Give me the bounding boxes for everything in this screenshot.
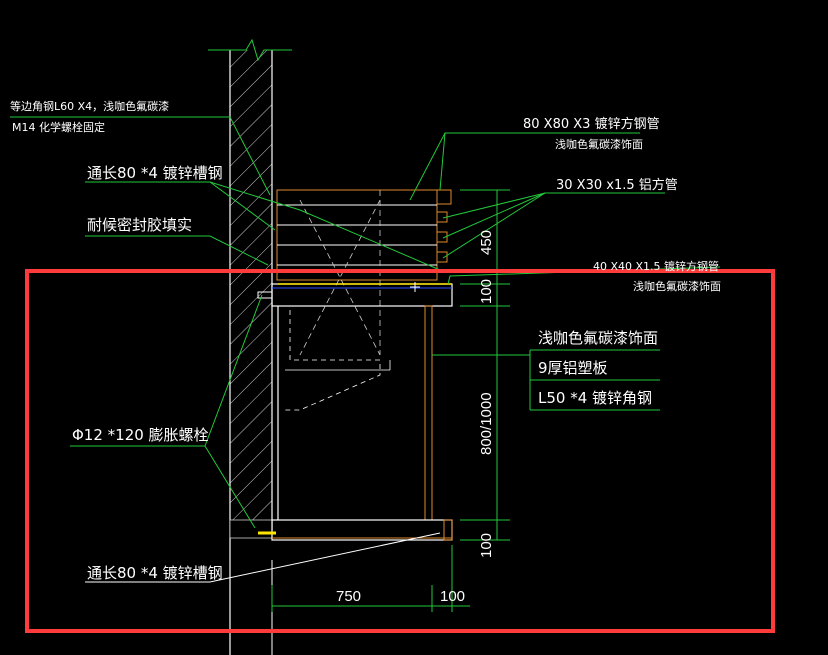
- label-expansion-bolt: Φ12 *120 膨胀螺栓: [72, 426, 209, 444]
- label-aluminum-panel: 9厚铝塑板: [538, 359, 608, 377]
- bottom-beam-outline: [271, 519, 453, 541]
- bottom-beam-end: [443, 519, 453, 541]
- dimension-lines: [271, 189, 510, 612]
- label-channel-bottom: 通长80 *4 镀锌槽钢: [87, 564, 223, 582]
- dim-text-100-top: 100: [478, 279, 495, 304]
- leader-channel-bottom: [85, 532, 441, 583]
- dim-text-450: 450: [478, 230, 495, 255]
- label-sealant: 耐候密封胶填实: [87, 216, 192, 234]
- label-channel-top: 通长80 *4 镀锌槽钢: [87, 164, 223, 182]
- square-tube-3: [436, 251, 448, 263]
- label-finish-face: 浅咖色氟碳漆饰面: [538, 329, 658, 347]
- square-tube-top: [436, 189, 452, 205]
- label-bolt-fix: M14 化学螺栓固定: [12, 120, 105, 134]
- label-square-tube-big: 80 X80 X3 镀锌方钢管: [523, 116, 660, 132]
- leader-channel-top-ext: [209, 181, 441, 271]
- leader-sealant: [85, 235, 269, 266]
- label-angle-l50: L50 *4 镀锌角钢: [538, 389, 652, 407]
- label-angle-steel: 等边角钢L60 X4，浅咖色氟碳漆: [10, 99, 169, 113]
- top-bolt-plate: [257, 291, 273, 299]
- leader-square-tube-small-b: [442, 192, 546, 239]
- highlight-frame: [25, 269, 775, 633]
- dim-text-100-right: 100: [440, 588, 465, 605]
- wall-break-line: [208, 38, 292, 62]
- top-beam-outline: [271, 283, 453, 307]
- main-panel-body: [277, 305, 433, 521]
- leader-square-tube-small-a: [442, 192, 665, 219]
- label-square-tube-mid-finish: 浅咖色氟碳漆饰面: [633, 279, 721, 293]
- louver-box: [276, 189, 438, 281]
- top-beam: [257, 282, 453, 307]
- panel-right-facing: [424, 305, 433, 521]
- label-square-tube-small: 30 X30 x1.5 铝方管: [556, 177, 678, 193]
- inner-bracket-dashed: [285, 310, 381, 411]
- dim-text-800-1000: 800/1000: [478, 392, 495, 455]
- label-square-tube-big-finish: 浅咖色氟碳漆饰面: [555, 137, 643, 151]
- leader-expansion-bolt-b: [204, 294, 263, 447]
- leader-square-tube-big-b: [439, 132, 446, 191]
- wall-section: [208, 38, 292, 655]
- bottom-beam: [258, 519, 453, 541]
- wall-bottom-notch: [229, 519, 273, 539]
- upper-louver-frame: [276, 189, 452, 356]
- leader-angle-steel: [10, 116, 271, 196]
- leader-expansion-bolt-a: [70, 445, 256, 529]
- brace-dashed-1: [299, 199, 381, 356]
- dim-text-100-bottom: 100: [478, 533, 495, 558]
- dim-text-750: 750: [336, 588, 361, 605]
- leader-square-tube-small-c: [442, 192, 546, 259]
- label-square-tube-mid: 40 X40 X1.5 镀锌方钢管: [593, 259, 719, 273]
- brace-dashed-2: [299, 199, 381, 356]
- square-tube-2: [436, 231, 448, 243]
